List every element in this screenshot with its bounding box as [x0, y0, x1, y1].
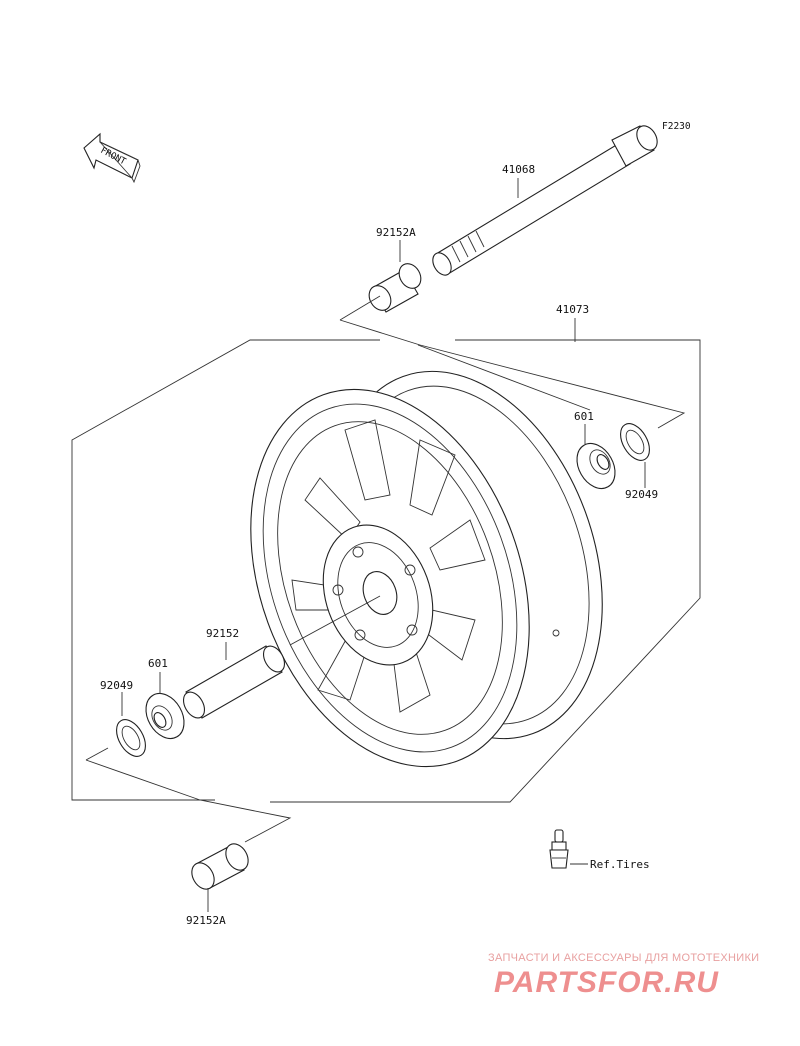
front-wheel-41073 [250, 370, 603, 768]
label-valve-ref: Ref.Tires [590, 858, 650, 871]
ref-code: F2230 [662, 121, 691, 132]
label-seal-left: 92049 [100, 679, 133, 692]
label-seal-right: 92049 [625, 488, 658, 501]
label-spacer: 92152 [206, 627, 239, 640]
label-bearing-right: 601 [574, 410, 594, 423]
label-collar-bottom: 92152A [186, 914, 226, 927]
axle-41068 [432, 125, 658, 276]
collar-bottom-92152A [191, 843, 249, 890]
label-bearing-left: 601 [148, 657, 168, 670]
assembly-outline [71, 295, 701, 843]
bearing-right-601 [576, 442, 616, 490]
label-axle: 41068 [502, 163, 535, 176]
spacer-92152 [182, 645, 286, 719]
bearing-left-601 [145, 692, 185, 740]
watermark-caption: ЗАПЧАСТИ И АКСЕССУАРЫ ДЛЯ МОТОТЕХНИКИ [488, 952, 759, 964]
label-collar-top: 92152A [376, 226, 416, 239]
tire-valve-icon [549, 829, 569, 869]
label-wheel: 41073 [556, 303, 589, 316]
seal-left-92049 [116, 719, 146, 757]
watermark: ЗАПЧАСТИ И АКСЕССУАРЫ ДЛЯ МОТОТЕХНИКИ PA… [488, 952, 759, 999]
front-arrow-icon: FRONT [83, 132, 141, 184]
seal-right-92049 [620, 423, 650, 461]
watermark-logo: PARTSFOR.RU [494, 966, 719, 999]
collar-top-92152A [368, 263, 422, 313]
